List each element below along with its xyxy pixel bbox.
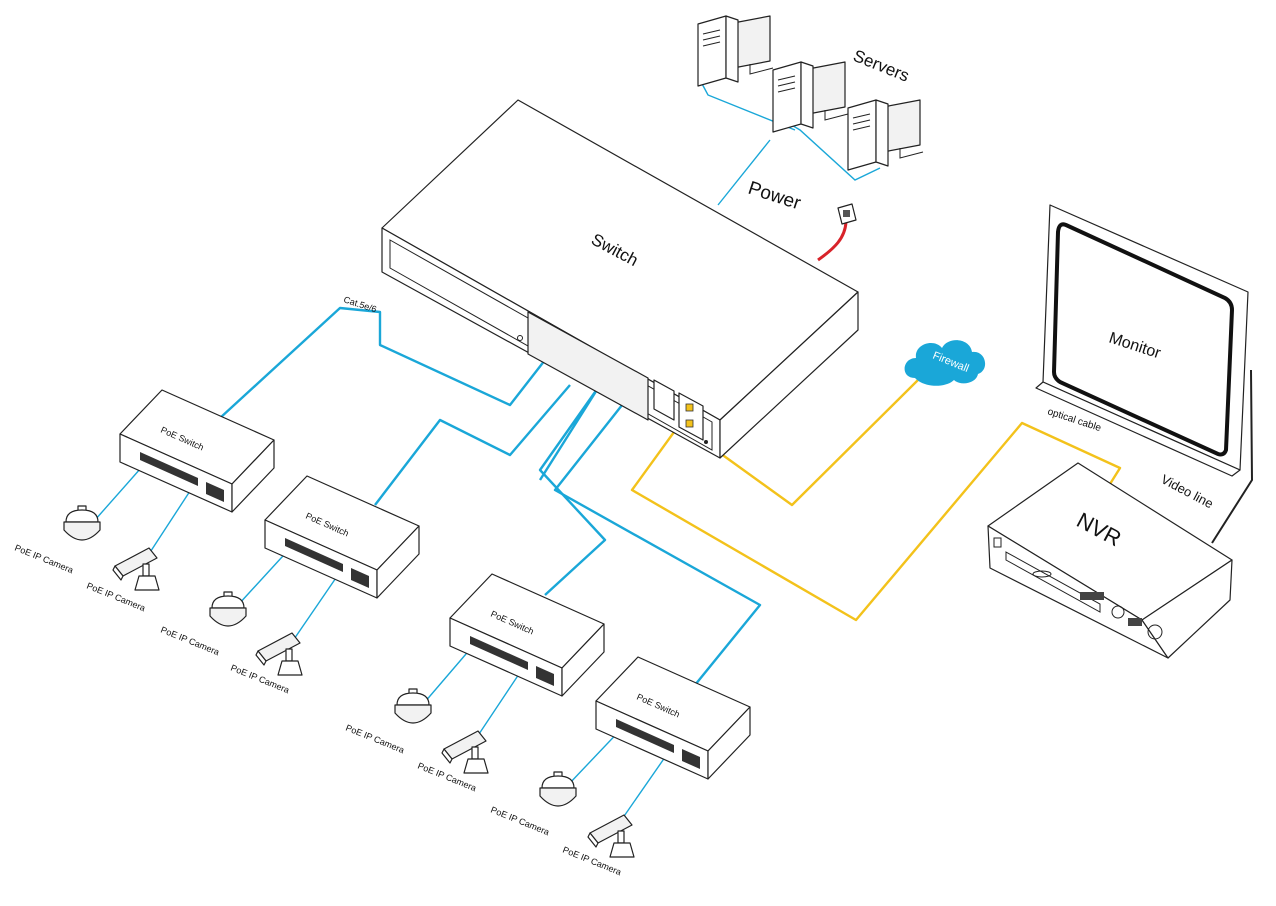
camera-label: PoE IP Camera	[13, 543, 75, 576]
core-switch	[381, 99, 859, 459]
bullet-camera-icon	[255, 632, 303, 676]
bullet-camera-icon	[587, 814, 635, 858]
dome-camera-icon	[394, 688, 432, 724]
nvr-recorder	[987, 462, 1233, 659]
monitor-display	[1035, 204, 1249, 477]
poe-switch-3: PoE Switch	[449, 573, 605, 697]
poe-switch-2: PoE Switch	[264, 475, 420, 599]
firewall-cloud-icon	[904, 340, 986, 386]
dome-camera-icon	[63, 505, 101, 541]
poe-switch-1: PoE Switch	[119, 389, 275, 513]
dome-camera-icon	[539, 771, 577, 807]
camera-label: PoE IP Camera	[489, 805, 551, 838]
power-outlet-icon	[837, 203, 857, 225]
server-icon	[772, 61, 849, 133]
cat-cable-label: Cat.5e/6	[342, 294, 377, 314]
camera-label: PoE IP Camera	[344, 723, 406, 756]
video-line-cable	[1211, 369, 1254, 544]
dome-camera-icon	[209, 591, 247, 627]
power-cable	[817, 221, 848, 262]
bullet-camera-icon	[441, 730, 489, 774]
server-icon	[697, 15, 774, 87]
video-line-label: Video line	[1159, 471, 1216, 511]
poe-switch-4: PoE Switch	[595, 656, 751, 780]
power-label: Power	[745, 178, 803, 215]
bullet-camera-icon	[112, 547, 160, 591]
camera-label: PoE IP Camera	[159, 625, 221, 658]
server-icon	[847, 99, 924, 171]
servers-label: Servers	[851, 46, 912, 86]
blue-uplinks	[219, 306, 762, 686]
